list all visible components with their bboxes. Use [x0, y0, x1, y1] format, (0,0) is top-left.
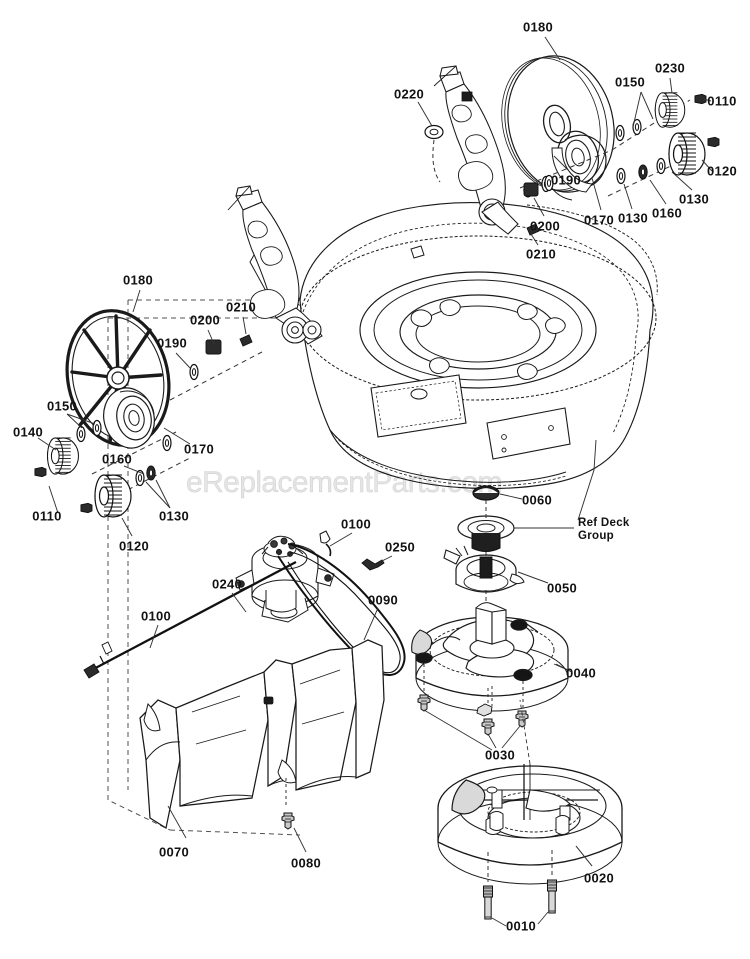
chute-shroud-0070 — [139, 639, 385, 839]
callout-0170-right: 0170 — [583, 212, 615, 228]
callout-0110-right: 0110 — [707, 93, 737, 109]
callout-0160-right: 0160 — [651, 205, 683, 221]
callout-0240: 0240 — [211, 576, 243, 592]
callout-0070: 0070 — [158, 844, 190, 860]
callout-0100-upper: 0100 — [340, 516, 372, 532]
callout-0120-left: 0120 — [118, 538, 150, 554]
callout-0250: 0250 — [384, 539, 416, 555]
callout-0020: 0020 — [583, 870, 615, 886]
callout-0060: 0060 — [521, 492, 553, 508]
callout-0190-left: 0190 — [156, 335, 188, 351]
right-hardware-train — [424, 92, 720, 236]
callout-0120-right: 0120 — [706, 163, 738, 179]
callout-0230: 0230 — [654, 60, 686, 76]
push-rivet-0080 — [281, 778, 307, 853]
callout-0040: 0040 — [565, 665, 597, 681]
callout-0130-right-a: 0130 — [678, 191, 710, 207]
callout-0150-right: 0150 — [614, 74, 646, 90]
callout-0180-left: 0180 — [122, 272, 154, 288]
handle-arm-linkage-left — [227, 185, 323, 345]
impeller-housing-0040 — [411, 602, 573, 751]
callout-0110-left: 0110 — [32, 508, 62, 524]
callout-0030: 0030 — [484, 747, 516, 763]
callout-0050: 0050 — [546, 580, 578, 596]
callout-0150-left: 0150 — [46, 398, 78, 414]
callout-0210-left: 0210 — [225, 299, 257, 315]
drive-wheel-0180-left — [65, 309, 171, 449]
callout-0180-right: 0180 — [522, 19, 554, 35]
callout-0170-left: 0170 — [183, 441, 215, 457]
callout-0010: 0010 — [505, 918, 537, 934]
callout-0090: 0090 — [367, 592, 399, 608]
callout-leader-lines — [37, 36, 713, 867]
callout-0200-right: 0200 — [529, 218, 561, 234]
callout-0200-left: 0200 — [189, 312, 221, 328]
callout-0130-left: 0130 — [158, 508, 190, 524]
callout-0160-left: 0160 — [101, 451, 133, 467]
callout-0220: 0220 — [393, 86, 425, 102]
transmission-and-belt — [83, 530, 406, 679]
drive-disc-0180-right — [501, 55, 615, 201]
ref-deck-group-label: Ref Deck Group — [578, 517, 630, 542]
mower-deck-housing — [249, 202, 658, 490]
callout-0080: 0080 — [290, 855, 322, 871]
blade-adapter-assembly — [443, 485, 525, 614]
callout-0100-lower: 0100 — [140, 608, 172, 624]
callout-0130-right-b: 0130 — [617, 210, 649, 226]
left-hardware-train — [34, 334, 263, 518]
handle-arm-linkage-right — [433, 65, 519, 235]
callout-0210-right: 0210 — [525, 246, 557, 262]
ref-deck-group-leader — [514, 439, 597, 529]
callout-0190-right: 0190 — [550, 172, 582, 188]
lower-housing-0020 — [437, 699, 623, 927]
callout-0140: 0140 — [12, 424, 44, 440]
